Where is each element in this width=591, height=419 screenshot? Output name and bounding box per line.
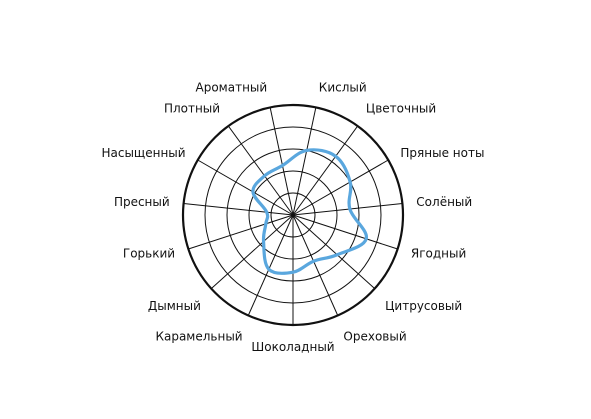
grid-spoke bbox=[292, 107, 317, 216]
axis-label: Ароматный bbox=[196, 81, 268, 95]
radar-series bbox=[251, 148, 368, 275]
grid-spoke bbox=[210, 214, 294, 289]
data-point bbox=[348, 180, 352, 184]
axis-label: Пряные ноты bbox=[400, 146, 484, 160]
axis-label: Цитрусовый bbox=[385, 299, 462, 313]
grid-spoke bbox=[292, 214, 398, 250]
axis-label: Шоколадный bbox=[251, 340, 334, 354]
data-point bbox=[364, 237, 368, 241]
grid-spoke bbox=[292, 214, 339, 316]
data-point bbox=[281, 164, 284, 167]
data-point bbox=[334, 154, 338, 158]
axis-label: Горький bbox=[123, 246, 175, 260]
axis-label: Ореховый bbox=[343, 329, 406, 343]
data-point bbox=[251, 190, 255, 194]
data-point bbox=[263, 174, 266, 178]
grid-spoke bbox=[247, 214, 294, 316]
data-point bbox=[291, 270, 295, 274]
data-point bbox=[312, 259, 315, 263]
data-point bbox=[265, 210, 269, 214]
series-line bbox=[251, 148, 368, 275]
axis-label: Дымный bbox=[148, 299, 201, 313]
grid-spoke bbox=[292, 214, 376, 289]
grid-spoke bbox=[292, 159, 389, 216]
data-point bbox=[335, 253, 339, 257]
axis-label: Ягодный bbox=[411, 246, 466, 260]
grid-spoke bbox=[292, 203, 403, 216]
grid-spoke bbox=[197, 159, 294, 216]
radar-grid bbox=[181, 103, 405, 327]
axis-label: Плотный bbox=[164, 102, 220, 116]
data-point bbox=[262, 240, 265, 243]
axis-label: Цветочный bbox=[366, 102, 436, 116]
grid-spoke bbox=[292, 125, 359, 216]
data-point bbox=[348, 207, 352, 211]
data-point bbox=[305, 149, 309, 152]
grid-spoke bbox=[227, 125, 294, 216]
axis-label: Пресный bbox=[114, 195, 170, 209]
axis-label: Карамельный bbox=[155, 329, 242, 343]
data-point bbox=[267, 267, 271, 271]
grid-spoke bbox=[183, 203, 294, 216]
grid-spoke bbox=[269, 107, 294, 216]
axis-label: Кислый bbox=[319, 81, 367, 95]
data-point bbox=[264, 222, 268, 226]
axis-label: Насыщенный bbox=[101, 146, 185, 160]
grid-spoke bbox=[188, 214, 294, 250]
axis-label: Солёный bbox=[416, 195, 472, 209]
